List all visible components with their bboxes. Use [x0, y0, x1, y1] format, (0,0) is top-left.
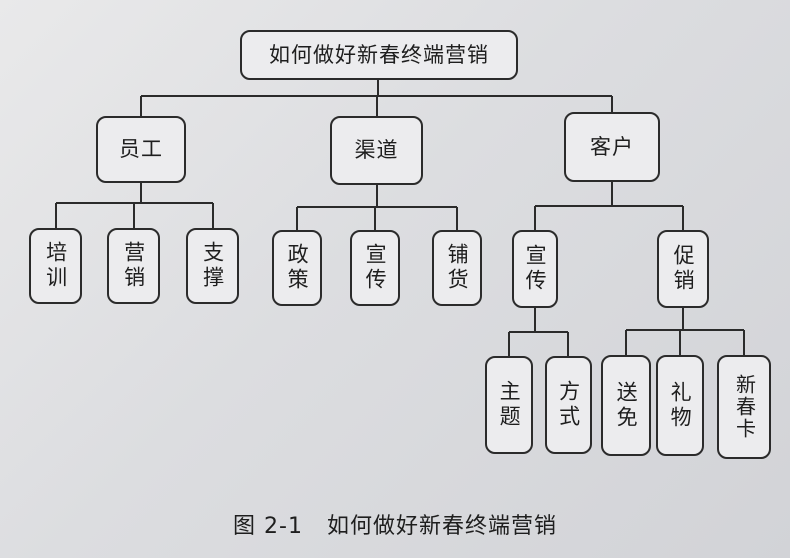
connector-customer [534, 182, 684, 230]
promotion-freebie-node: 送免 [601, 355, 651, 456]
connector-publicity [508, 308, 569, 356]
channel-publicity-node: 宣传 [350, 230, 400, 306]
promotion-newyear-card-node: 新春卡 [717, 355, 771, 459]
staff-node: 员工 [96, 116, 186, 183]
staff-training-node: 培训 [29, 228, 82, 304]
channel-node: 渠道 [330, 116, 423, 185]
channel-policy-node: 政策 [272, 230, 322, 306]
customer-node: 客户 [564, 112, 660, 182]
root-node: 如何做好新春终端营销 [240, 30, 518, 80]
connector-channel [296, 185, 458, 230]
promotion-gift-node: 礼物 [656, 355, 704, 456]
figure-number: 图 2-1 [233, 514, 303, 539]
staff-support-node: 支撑 [186, 228, 239, 304]
channel-stocking-node: 铺货 [432, 230, 482, 306]
connector-staff [55, 183, 214, 228]
figure-caption: 图 2-1 如何做好新春终端营销 [0, 508, 790, 540]
connector-promotion [625, 308, 745, 355]
connector-root [140, 80, 613, 116]
customer-promotion-node: 促销 [657, 230, 709, 308]
staff-marketing-node: 营销 [107, 228, 160, 304]
figure-title: 如何做好新春终端营销 [326, 514, 557, 539]
customer-publicity-node: 宣传 [512, 230, 558, 308]
publicity-theme-node: 主题 [485, 356, 533, 454]
publicity-method-node: 方式 [545, 356, 592, 454]
